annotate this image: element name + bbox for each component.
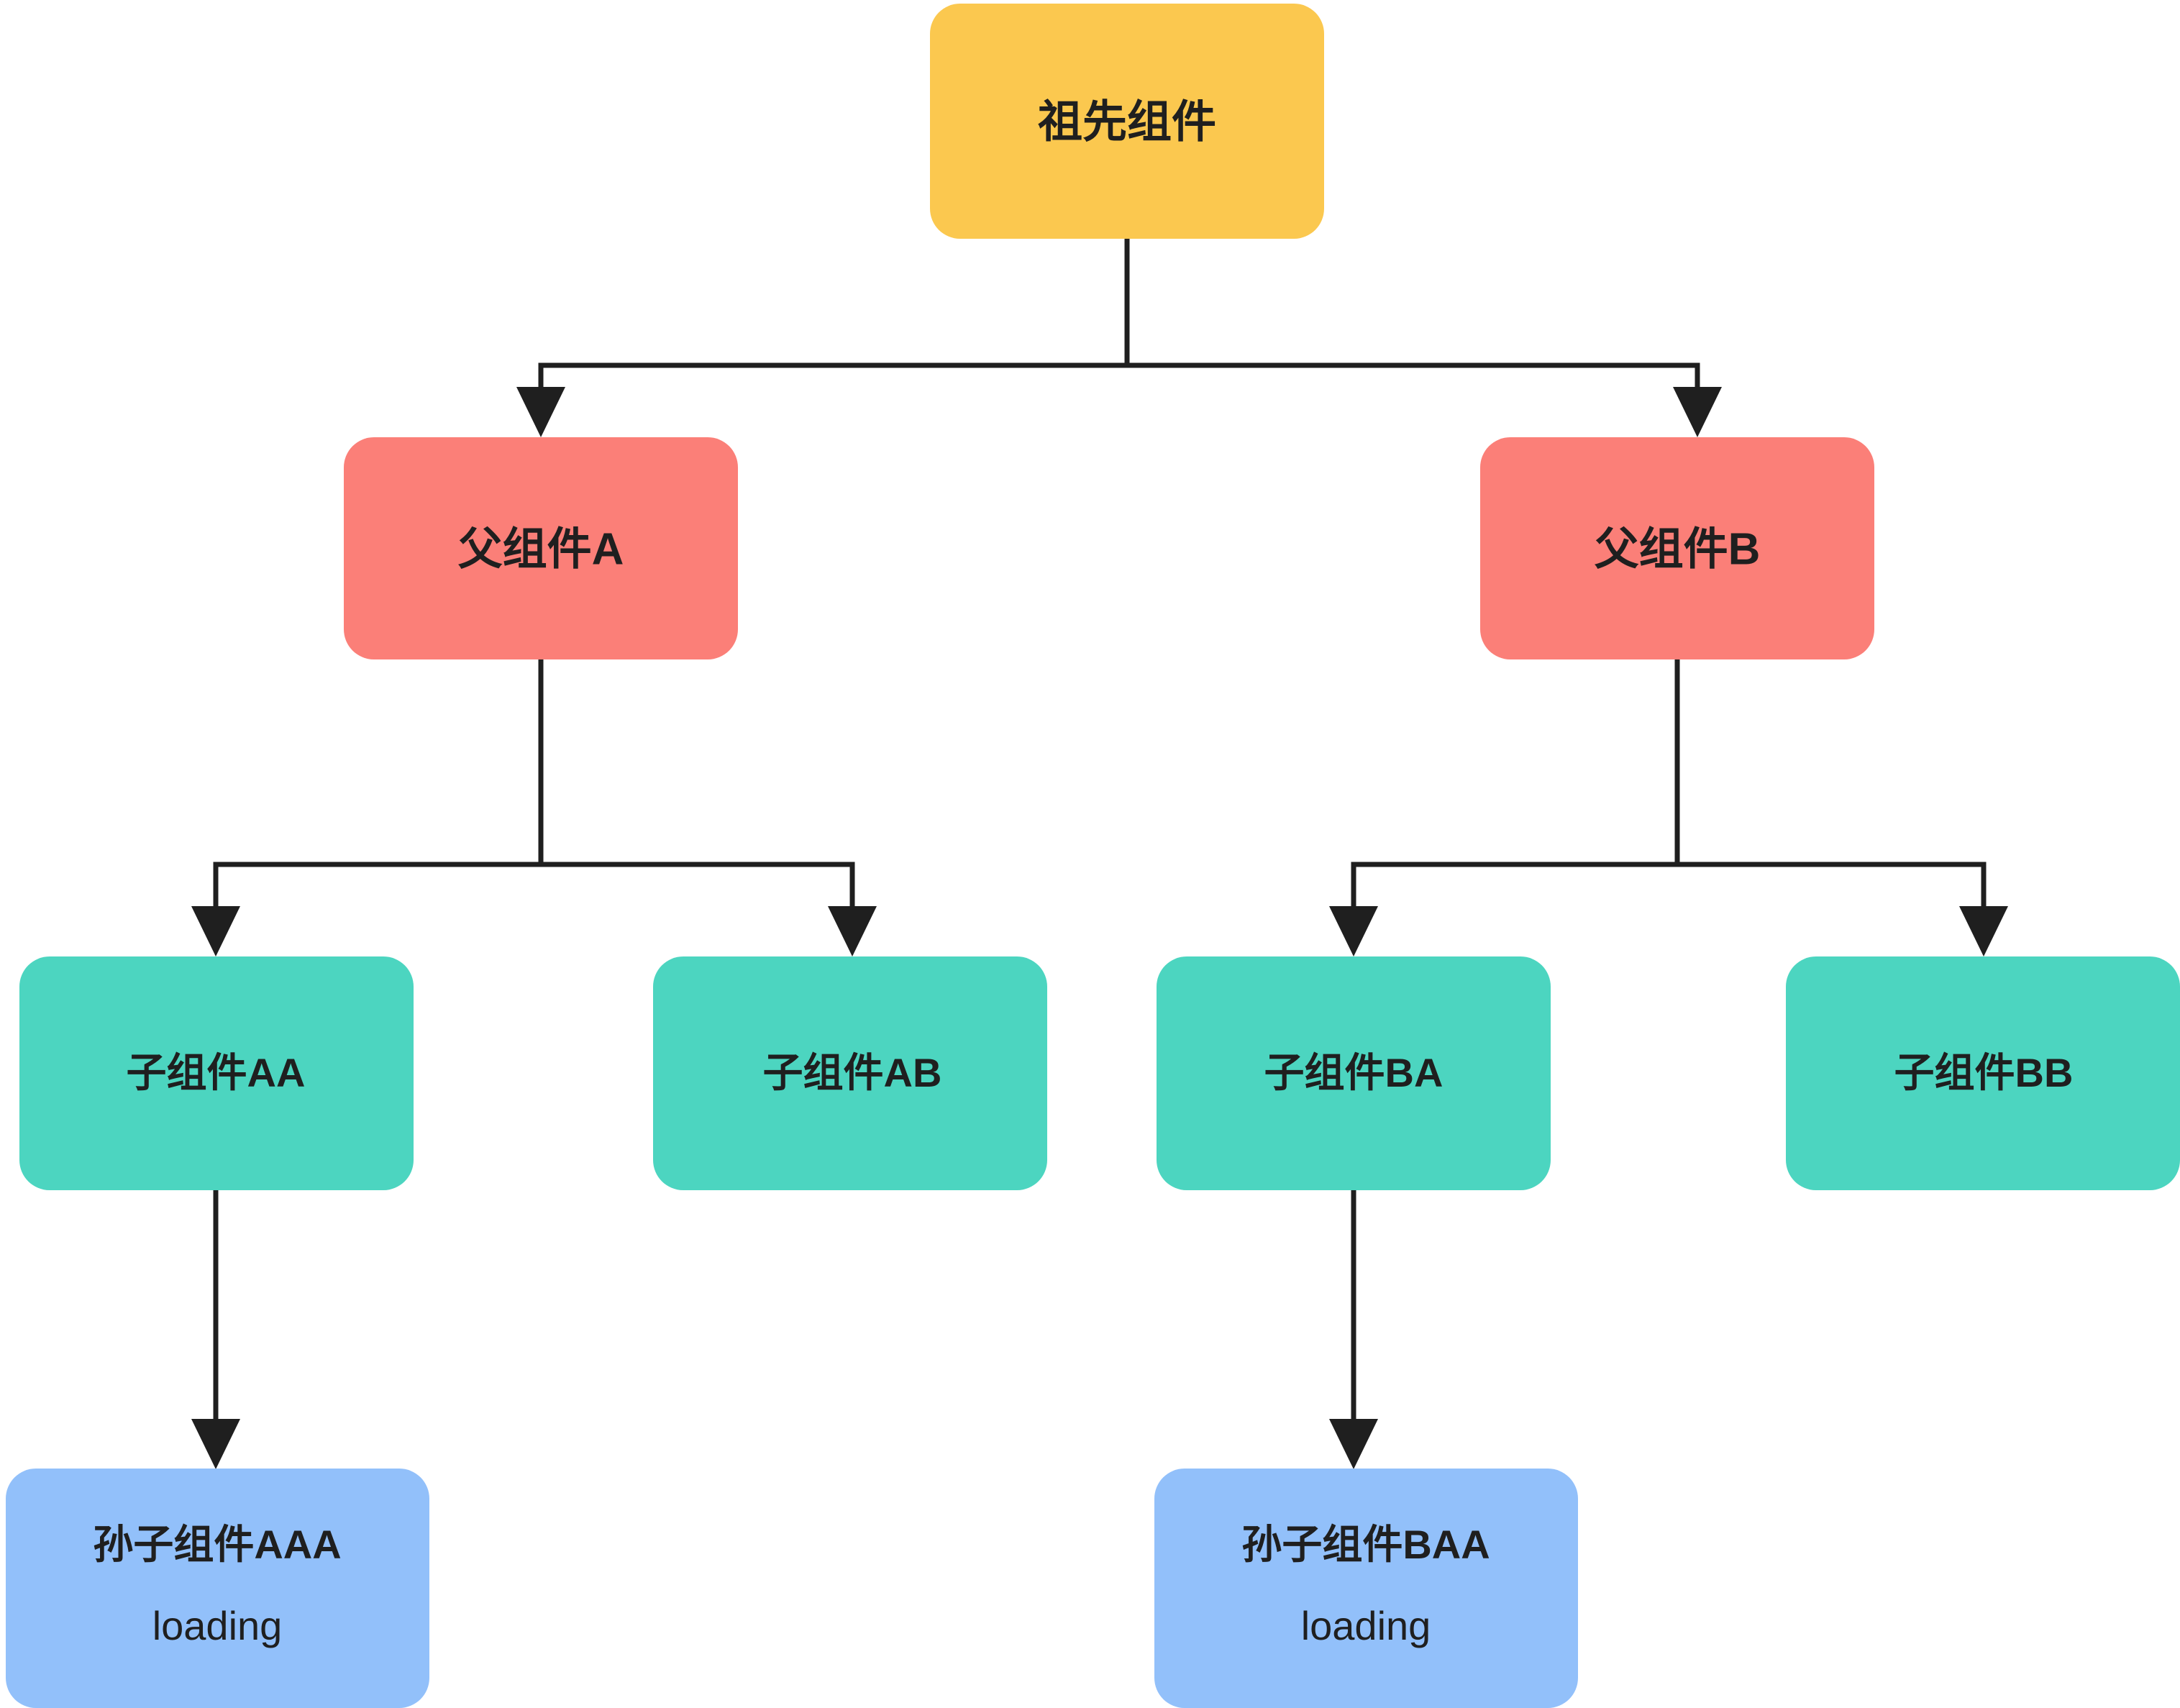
arrowhead-icon	[1329, 1419, 1378, 1469]
node-parentB-label: 父组件B	[1595, 524, 1761, 574]
edge-parentB-childBA	[1329, 657, 1680, 956]
edges-layer	[191, 236, 2008, 1469]
edge-childBA-grandBAA	[1329, 1187, 1378, 1469]
edge-path	[538, 236, 1130, 406]
node-childBB[interactable]: 子组件BB	[1786, 956, 2180, 1190]
node-grandBAA-box[interactable]	[1154, 1469, 1578, 1708]
arrowhead-icon	[1329, 906, 1378, 956]
edge-parentB-childBB	[1674, 657, 2008, 956]
edge-path	[1124, 236, 1700, 406]
node-parentA[interactable]: 父组件A	[344, 437, 738, 659]
node-parentB-box[interactable]	[1480, 437, 1874, 659]
node-parentA-box[interactable]	[344, 437, 738, 659]
edge-ancestor-parentA	[516, 236, 1130, 437]
node-childAA-box[interactable]	[19, 956, 414, 1190]
node-grandAAA-label: 孙子组件AAA	[93, 1522, 341, 1567]
node-ancestor[interactable]: 祖先组件	[930, 4, 1324, 239]
arrowhead-icon	[516, 387, 565, 437]
arrowhead-icon	[191, 906, 240, 956]
edge-parentA-childAB	[538, 657, 877, 956]
edge-path	[538, 657, 855, 925]
node-grandAAA-box[interactable]	[6, 1469, 429, 1708]
edge-path	[213, 657, 544, 925]
node-parentA-label: 父组件A	[458, 524, 624, 574]
node-ancestor-label: 祖先组件	[1038, 97, 1216, 147]
node-grandBAA-status: loading	[1301, 1603, 1431, 1648]
arrowhead-icon	[1959, 906, 2008, 956]
node-childBB-label: 子组件BB	[1894, 1050, 2074, 1095]
edge-ancestor-parentB	[1124, 236, 1722, 437]
node-grandAAA[interactable]: 孙子组件AAA loading	[6, 1469, 429, 1708]
node-childAB-box[interactable]	[653, 956, 1047, 1190]
node-childAA[interactable]: 子组件AA	[19, 956, 414, 1190]
edge-path	[1351, 657, 1680, 925]
node-parentB[interactable]: 父组件B	[1480, 437, 1874, 659]
arrowhead-icon	[828, 906, 877, 956]
node-childBB-box[interactable]	[1786, 956, 2180, 1190]
nodes-layer: 祖先组件 父组件A 父组件B 子组件AA 子组件AB	[6, 4, 2180, 1708]
node-grandBAA[interactable]: 孙子组件BAA loading	[1154, 1469, 1578, 1708]
node-ancestor-box[interactable]	[930, 4, 1324, 239]
edge-path	[1674, 657, 1987, 925]
edge-parentA-childAA	[191, 657, 544, 956]
node-childAA-label: 子组件AA	[127, 1050, 306, 1095]
node-grandBAA-label: 孙子组件BAA	[1241, 1522, 1490, 1567]
node-childBA-label: 子组件BA	[1264, 1050, 1444, 1095]
edge-childAA-grandAAA	[191, 1187, 240, 1469]
node-childBA-box[interactable]	[1157, 956, 1551, 1190]
arrowhead-icon	[191, 1419, 240, 1469]
arrowhead-icon	[1673, 387, 1722, 437]
node-childAB-label: 子组件AB	[763, 1050, 942, 1095]
node-grandAAA-status: loading	[152, 1603, 283, 1648]
node-childBA[interactable]: 子组件BA	[1157, 956, 1551, 1190]
node-childAB[interactable]: 子组件AB	[653, 956, 1047, 1190]
